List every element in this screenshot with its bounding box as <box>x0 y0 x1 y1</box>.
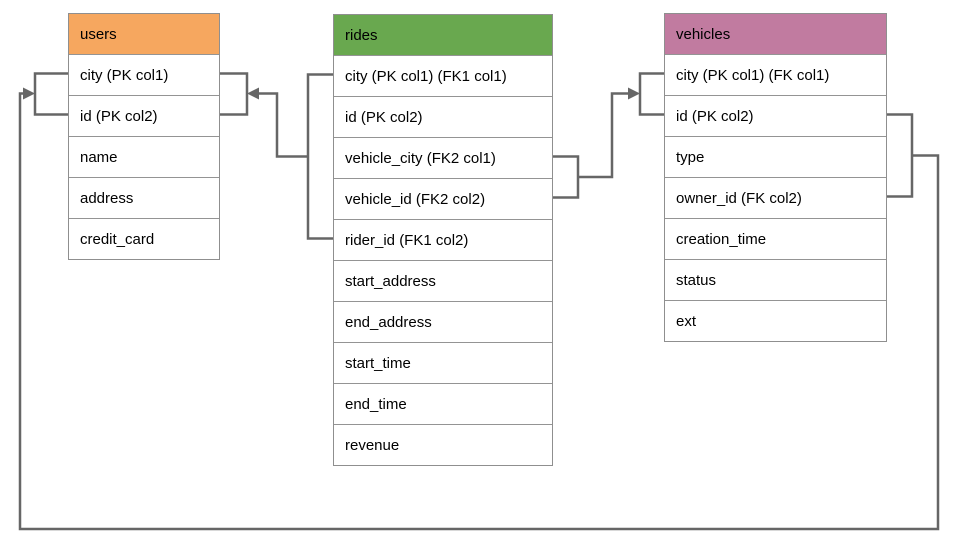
table-vehicles: vehicles city (PK col1) (FK col1) id (PK… <box>664 13 887 342</box>
column-row: vehicle_city (FK2 col1) <box>334 137 552 178</box>
vehicles-fk-bracket <box>887 113 914 198</box>
column-row: credit_card <box>69 218 219 259</box>
connector-rides-to-vehicles <box>553 72 664 199</box>
column-row: start_address <box>334 260 552 301</box>
column-row: address <box>69 177 219 218</box>
column-row: vehicle_id (FK2 col2) <box>334 178 552 219</box>
column-row: name <box>69 136 219 177</box>
column-row: ext <box>665 300 886 341</box>
arrowhead-icon <box>247 87 259 100</box>
vehicles-pk-bracket <box>638 72 664 116</box>
rides-fk1-link-line <box>258 92 308 158</box>
table-users-header: users <box>69 14 219 54</box>
column-row: id (PK col2) <box>334 96 552 137</box>
column-row: owner_id (FK col2) <box>665 177 886 218</box>
column-row: revenue <box>334 424 552 465</box>
column-row: city (PK col1) <box>69 54 219 95</box>
column-row: status <box>665 259 886 300</box>
column-row: start_time <box>334 342 552 383</box>
column-row: end_address <box>334 301 552 342</box>
column-row: id (PK col2) <box>665 95 886 136</box>
column-row: rider_id (FK1 col2) <box>334 219 552 260</box>
arrowhead-icon <box>628 87 640 100</box>
table-users: users city (PK col1) id (PK col2) name a… <box>68 13 220 260</box>
table-rides-header: rides <box>334 15 552 55</box>
users-pk-bracket <box>220 72 249 116</box>
rides-fk2-bracket <box>553 155 580 199</box>
column-row: creation_time <box>665 218 886 259</box>
table-rides: rides city (PK col1) (FK1 col1) id (PK c… <box>333 14 553 466</box>
column-row: type <box>665 136 886 177</box>
connector-rides-to-users <box>220 72 333 240</box>
arrowhead-icon <box>23 87 35 100</box>
column-row: id (PK col2) <box>69 95 219 136</box>
column-row: city (PK col1) (FK col1) <box>665 54 886 95</box>
rides-fk1-bracket <box>306 73 333 240</box>
users-pk-left-bracket <box>33 72 68 116</box>
column-row: end_time <box>334 383 552 424</box>
table-vehicles-header: vehicles <box>665 14 886 54</box>
column-row: city (PK col1) (FK1 col1) <box>334 55 552 96</box>
rides-fk2-link-line <box>578 92 629 179</box>
